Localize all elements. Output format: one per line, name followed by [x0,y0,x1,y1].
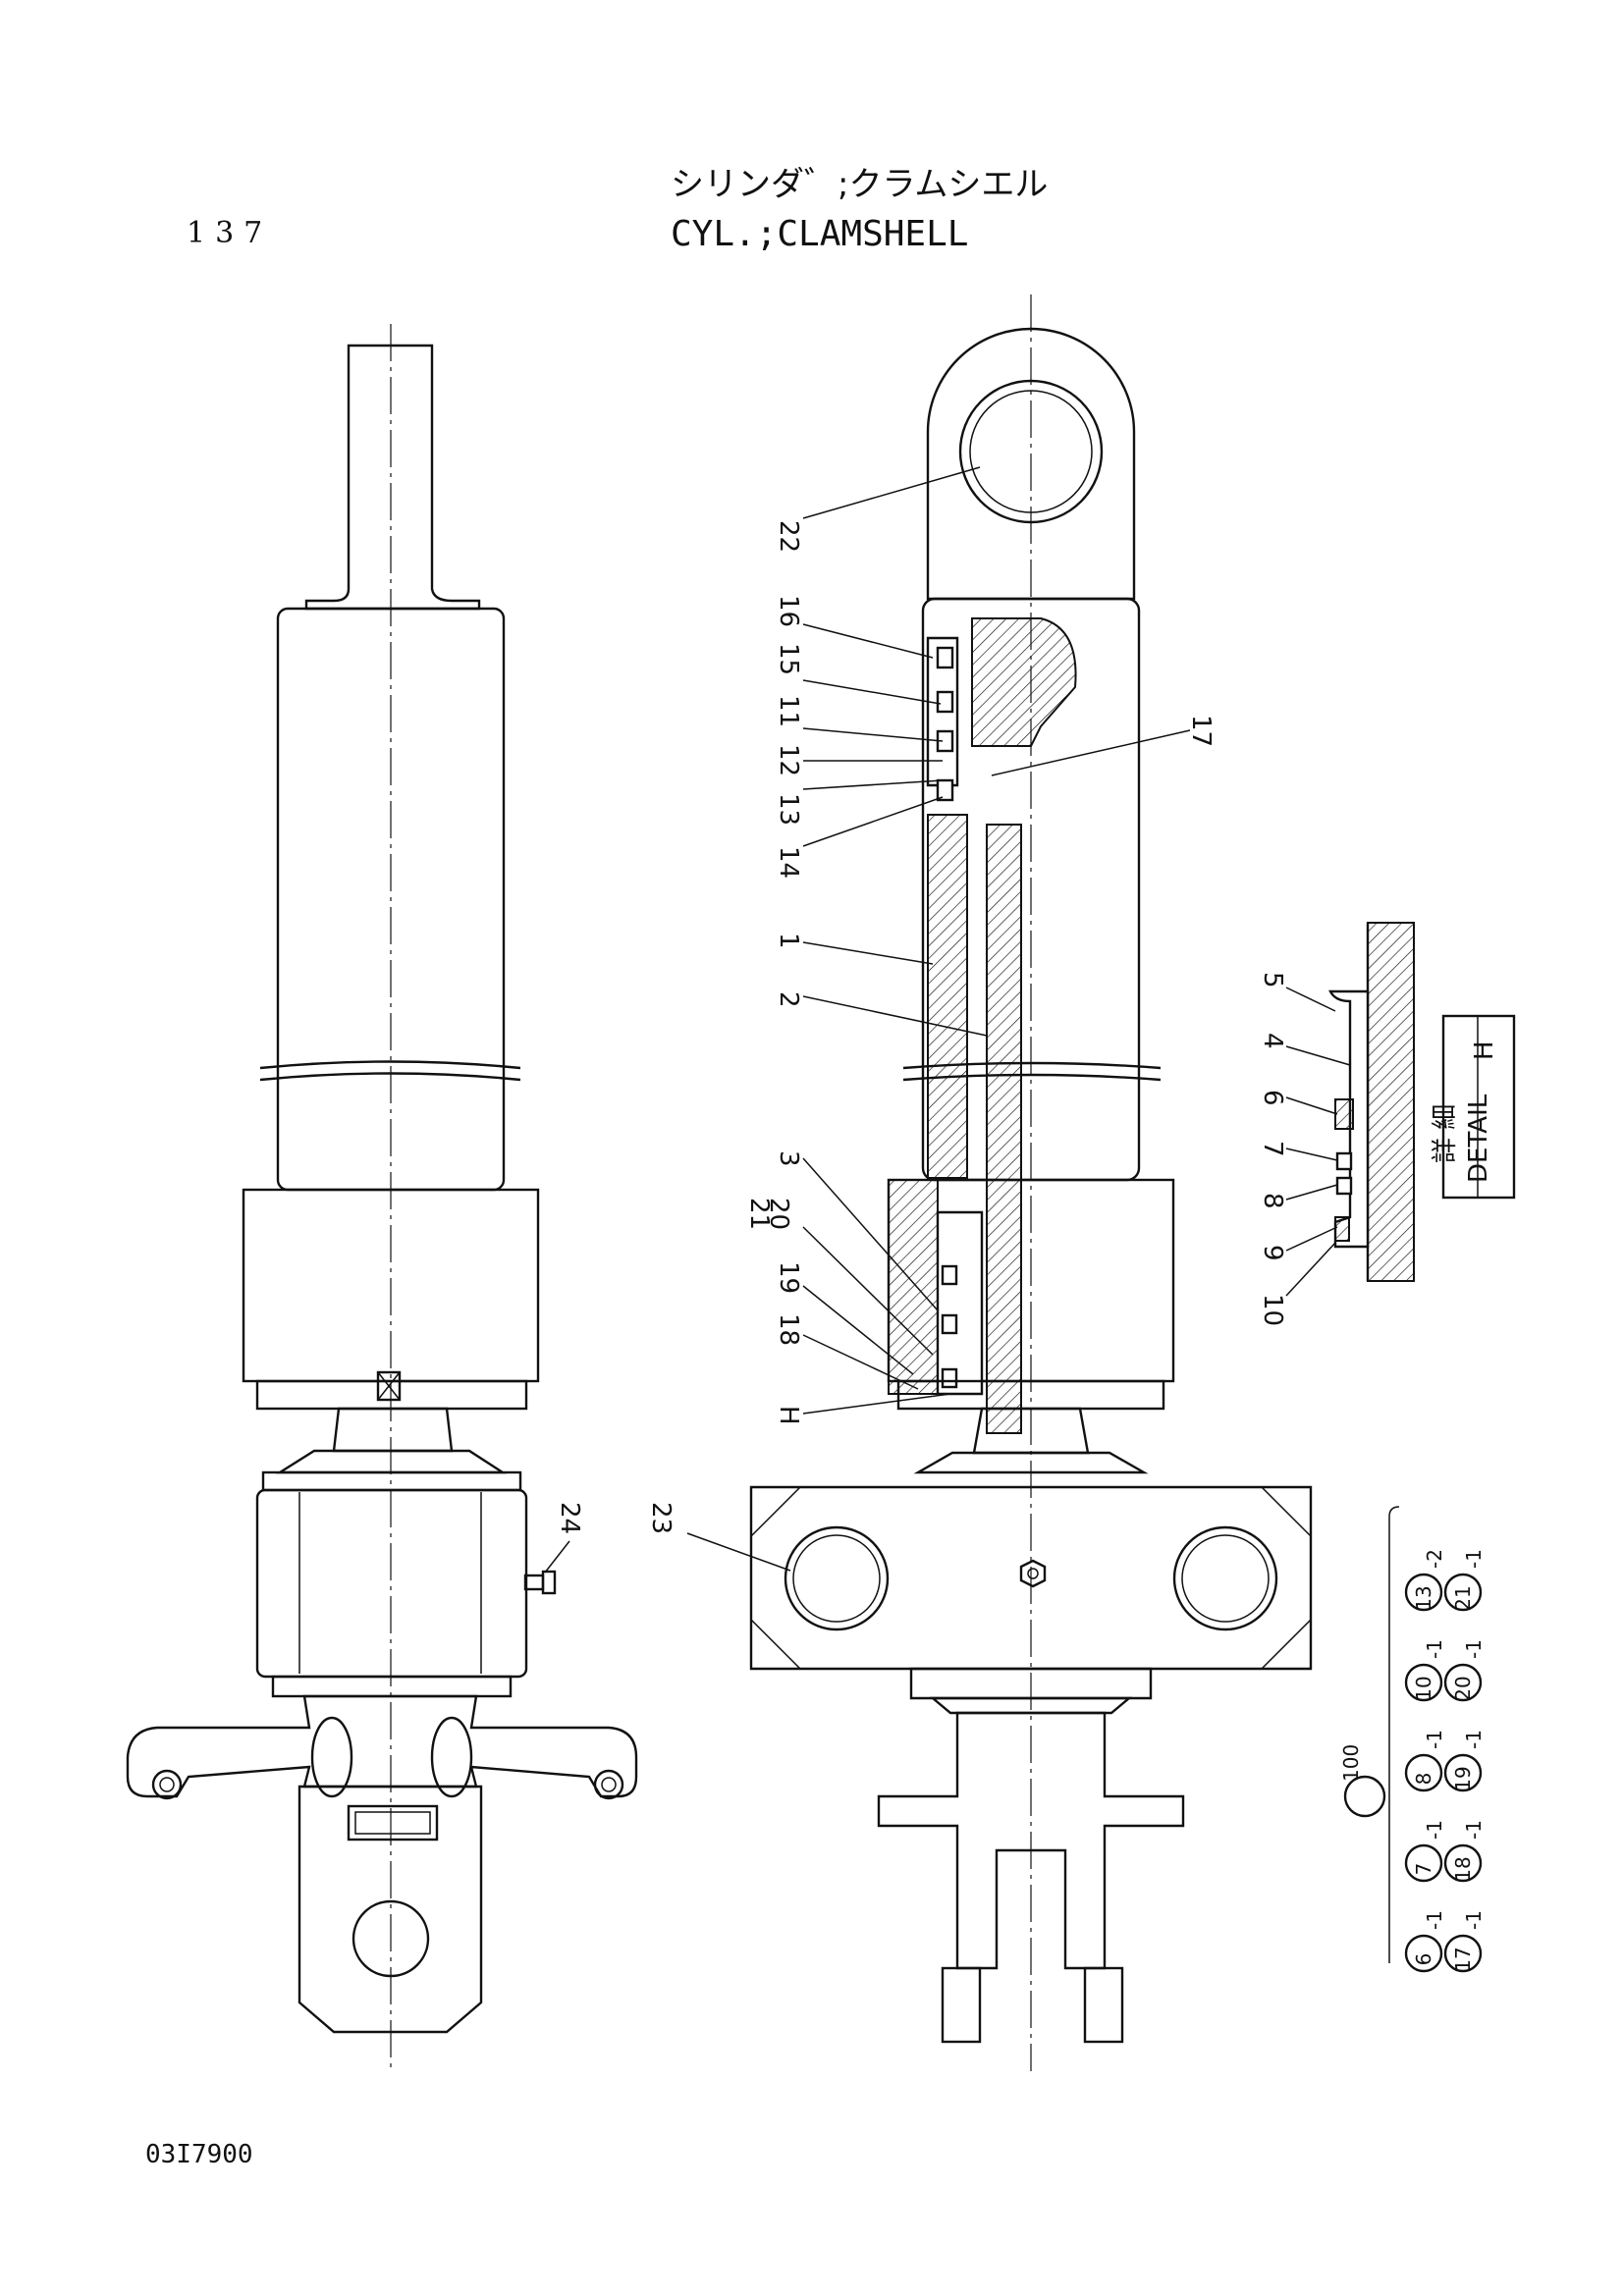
callout-1: 1 [774,933,803,949]
kit-circle [1443,1753,1483,1792]
kit-part-row1-3: 10 [1412,1676,1435,1700]
kit-qty-row2-4: -1 [1462,1549,1486,1569]
callout-h: H [774,1406,803,1425]
callout-10: 10 [1258,1294,1287,1326]
detail-kanji: 詳 細 [1431,1104,1460,1163]
kit-part-row1-2: 8 [1412,1773,1435,1786]
callout-2: 2 [774,991,803,1008]
kit-part-row1-1: 7 [1412,1863,1435,1876]
callout-13: 13 [774,793,803,826]
callout-3: 3 [774,1150,803,1167]
callout-16: 16 [774,595,803,627]
callout-11: 11 [774,695,803,727]
kit-part-row2-4: 21 [1451,1585,1475,1610]
title-japanese: シリンダ゛;クラムシエル [671,165,1049,204]
detail-ref: H [1470,1041,1499,1060]
callout-6: 6 [1258,1090,1287,1106]
leader-lines [544,466,1351,1574]
section-view [749,294,1313,2071]
callout-24: 24 [555,1502,584,1534]
callout-4: 4 [1258,1033,1287,1049]
page-number: 137 [187,216,273,250]
kit-part-row2-0: 17 [1451,1947,1475,1971]
title-english: CYL.;CLAMSHELL [671,214,969,254]
callout-8: 8 [1258,1193,1287,1209]
callout-18: 18 [774,1313,803,1346]
callout-14: 14 [774,846,803,879]
detail-box: 詳 細 DETAIL H [1431,1041,1499,1183]
detail-h [1328,922,1516,1282]
kit-qty-row2-2: -1 [1462,1730,1486,1749]
kit-part-row2-1: 18 [1451,1856,1475,1881]
callout-7: 7 [1258,1141,1287,1157]
kit-part-row1-0: 6 [1412,1953,1435,1966]
kit-qty-row1-4: -2 [1423,1549,1446,1569]
kit-part-row1-4: 13 [1412,1585,1435,1610]
callout-5: 5 [1258,972,1287,988]
callout-21: 21 [744,1198,774,1230]
kit-rows: 6-17-18-110-113-217-118-119-120-121-1 [1404,1549,1486,1973]
kit-circle [1404,1753,1443,1792]
kit-number: 100 [1339,1744,1363,1782]
callout-20: 20 [764,1198,793,1230]
kit-part-row2-3: 20 [1451,1676,1475,1700]
callout-9: 9 [1258,1245,1287,1261]
callout-15: 15 [774,643,803,675]
detail-label: DETAIL [1464,1094,1493,1183]
kit-circle [1404,1573,1443,1612]
kit-circle [1404,1663,1443,1702]
kit-qty-row1-2: -1 [1423,1730,1446,1749]
kit-part-row2-2: 19 [1451,1766,1475,1790]
callout-17: 17 [1186,715,1216,747]
kit-qty-row2-3: -1 [1462,1639,1486,1659]
callout-12: 12 [774,744,803,776]
kit-circle [1443,1663,1483,1702]
callout-22: 22 [774,520,803,553]
callout-19: 19 [774,1261,803,1294]
kit-circle [1404,1843,1443,1883]
drawing-number: 03I7900 [145,2140,253,2169]
kit-circle [1443,1573,1483,1612]
kit-circle [1404,1934,1443,1973]
exterior-view [126,324,638,2071]
kit-qty-row1-0: -1 [1423,1910,1446,1930]
kit-qty-row2-0: -1 [1462,1910,1486,1930]
kit-circle [1443,1843,1483,1883]
kit-qty-row1-1: -1 [1423,1820,1446,1840]
kit-circle [1443,1934,1483,1973]
seal-kit: 100 [1339,1506,1400,1963]
callout-labels: 22 16 15 11 12 13 14 17 1 2 3 21 20 19 1… [555,520,1287,1534]
callout-23: 23 [646,1502,676,1534]
kit-qty-row2-1: -1 [1462,1820,1486,1840]
kit-qty-row1-3: -1 [1423,1639,1446,1659]
